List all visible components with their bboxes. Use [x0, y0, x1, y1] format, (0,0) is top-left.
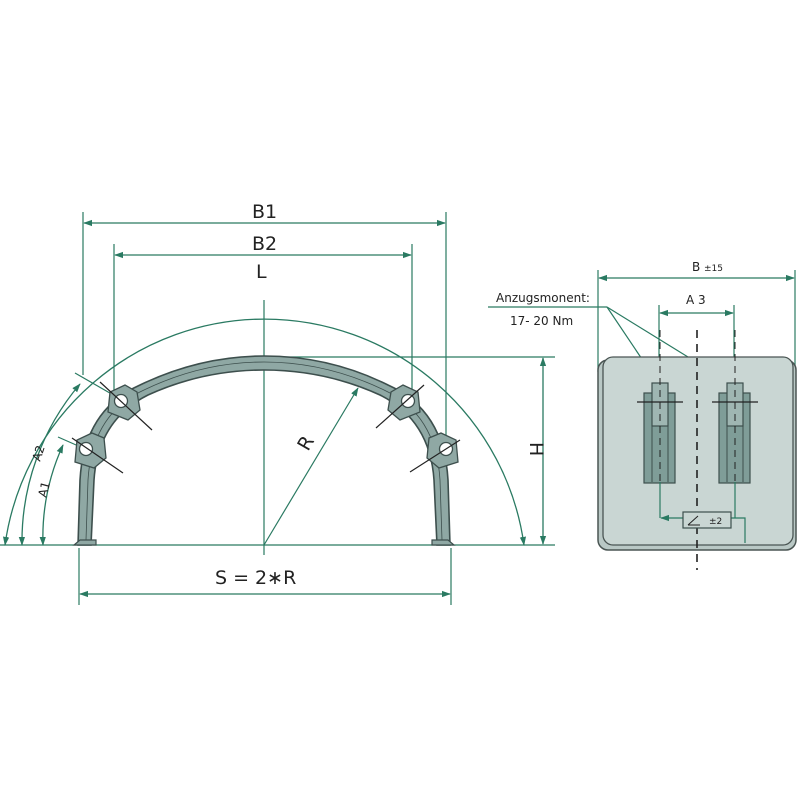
label-a3: A 3	[686, 293, 706, 307]
angle-icon	[687, 515, 700, 526]
right-foot	[431, 539, 456, 546]
label-a2: A2	[30, 444, 48, 463]
label-s: S = 2∗R	[215, 567, 296, 589]
dimension-a2-arc	[18, 383, 81, 546]
mudguard-part	[71, 355, 461, 546]
clamp-left-upper	[99, 381, 153, 431]
label-a1: A1	[35, 480, 53, 499]
dimension-a1-arc	[39, 444, 64, 546]
label-b1: B1	[252, 201, 277, 223]
torque-value: 17- 20 Nm	[510, 314, 573, 328]
clamp-right-lower	[409, 432, 461, 473]
front-view: L A2 A1 B1 B2 H	[0, 201, 555, 605]
label-b-tolerance: ±15	[704, 264, 723, 274]
label-b2: B2	[252, 233, 277, 255]
clamp-right-upper	[375, 384, 425, 429]
label-r: R	[293, 432, 319, 454]
label-b: B	[692, 260, 700, 274]
angle-leader-tail	[731, 517, 746, 543]
label-h: H	[525, 442, 547, 456]
left-foot	[72, 539, 97, 546]
side-view: B ±15 A 3 Anzugsmonent: 17- 20 Nm	[488, 260, 797, 570]
mudguard-shell	[77, 355, 451, 546]
angle-tolerance-box	[682, 511, 732, 529]
clamp-left-lower	[71, 432, 124, 474]
angle-tolerance-value: ±2	[709, 517, 722, 527]
torque-title: Anzugsmonent:	[496, 291, 590, 305]
label-l: L	[256, 261, 267, 283]
dimension-r-line	[263, 387, 359, 546]
